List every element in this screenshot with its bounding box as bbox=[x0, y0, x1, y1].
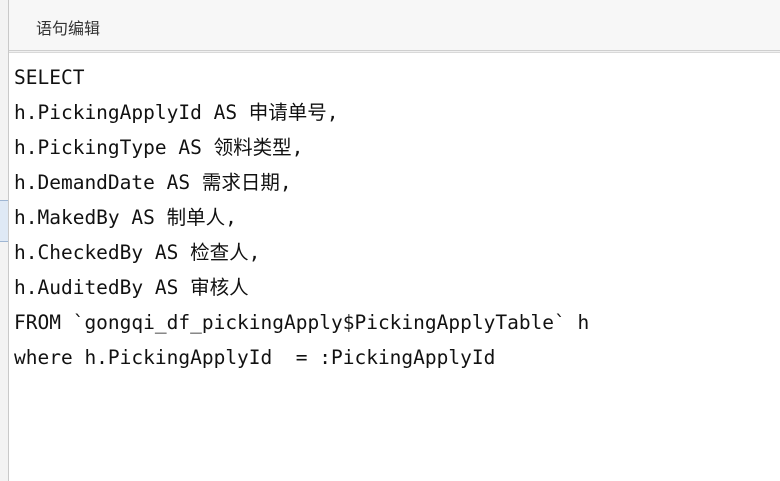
left-tab-edge[interactable] bbox=[0, 200, 8, 242]
code-line[interactable]: h.PickingApplyId AS 申请单号, bbox=[14, 101, 339, 124]
code-line[interactable]: h.DemandDate AS 需求日期, bbox=[14, 171, 292, 194]
code-line[interactable]: where h.PickingApplyId = :PickingApplyId bbox=[14, 346, 496, 369]
code-line[interactable]: h.AuditedBy AS 审核人 bbox=[14, 276, 249, 299]
code-line[interactable]: h.MakedBy AS 制单人, bbox=[14, 206, 237, 229]
code-line[interactable]: SELECT bbox=[14, 66, 85, 89]
left-panel-edge[interactable] bbox=[0, 0, 9, 481]
panel-title: 语句编辑 bbox=[36, 19, 101, 38]
sql-text-area[interactable]: SELECT h.PickingApplyId AS 申请单号, h.Picki… bbox=[9, 52, 780, 481]
code-line[interactable]: h.PickingType AS 领料类型, bbox=[14, 136, 304, 159]
panel-header: 语句编辑 bbox=[9, 0, 780, 51]
code-line[interactable]: FROM `gongqi_df_pickingApply$PickingAppl… bbox=[14, 311, 590, 334]
code-line[interactable]: h.CheckedBy AS 检查人, bbox=[14, 241, 261, 264]
